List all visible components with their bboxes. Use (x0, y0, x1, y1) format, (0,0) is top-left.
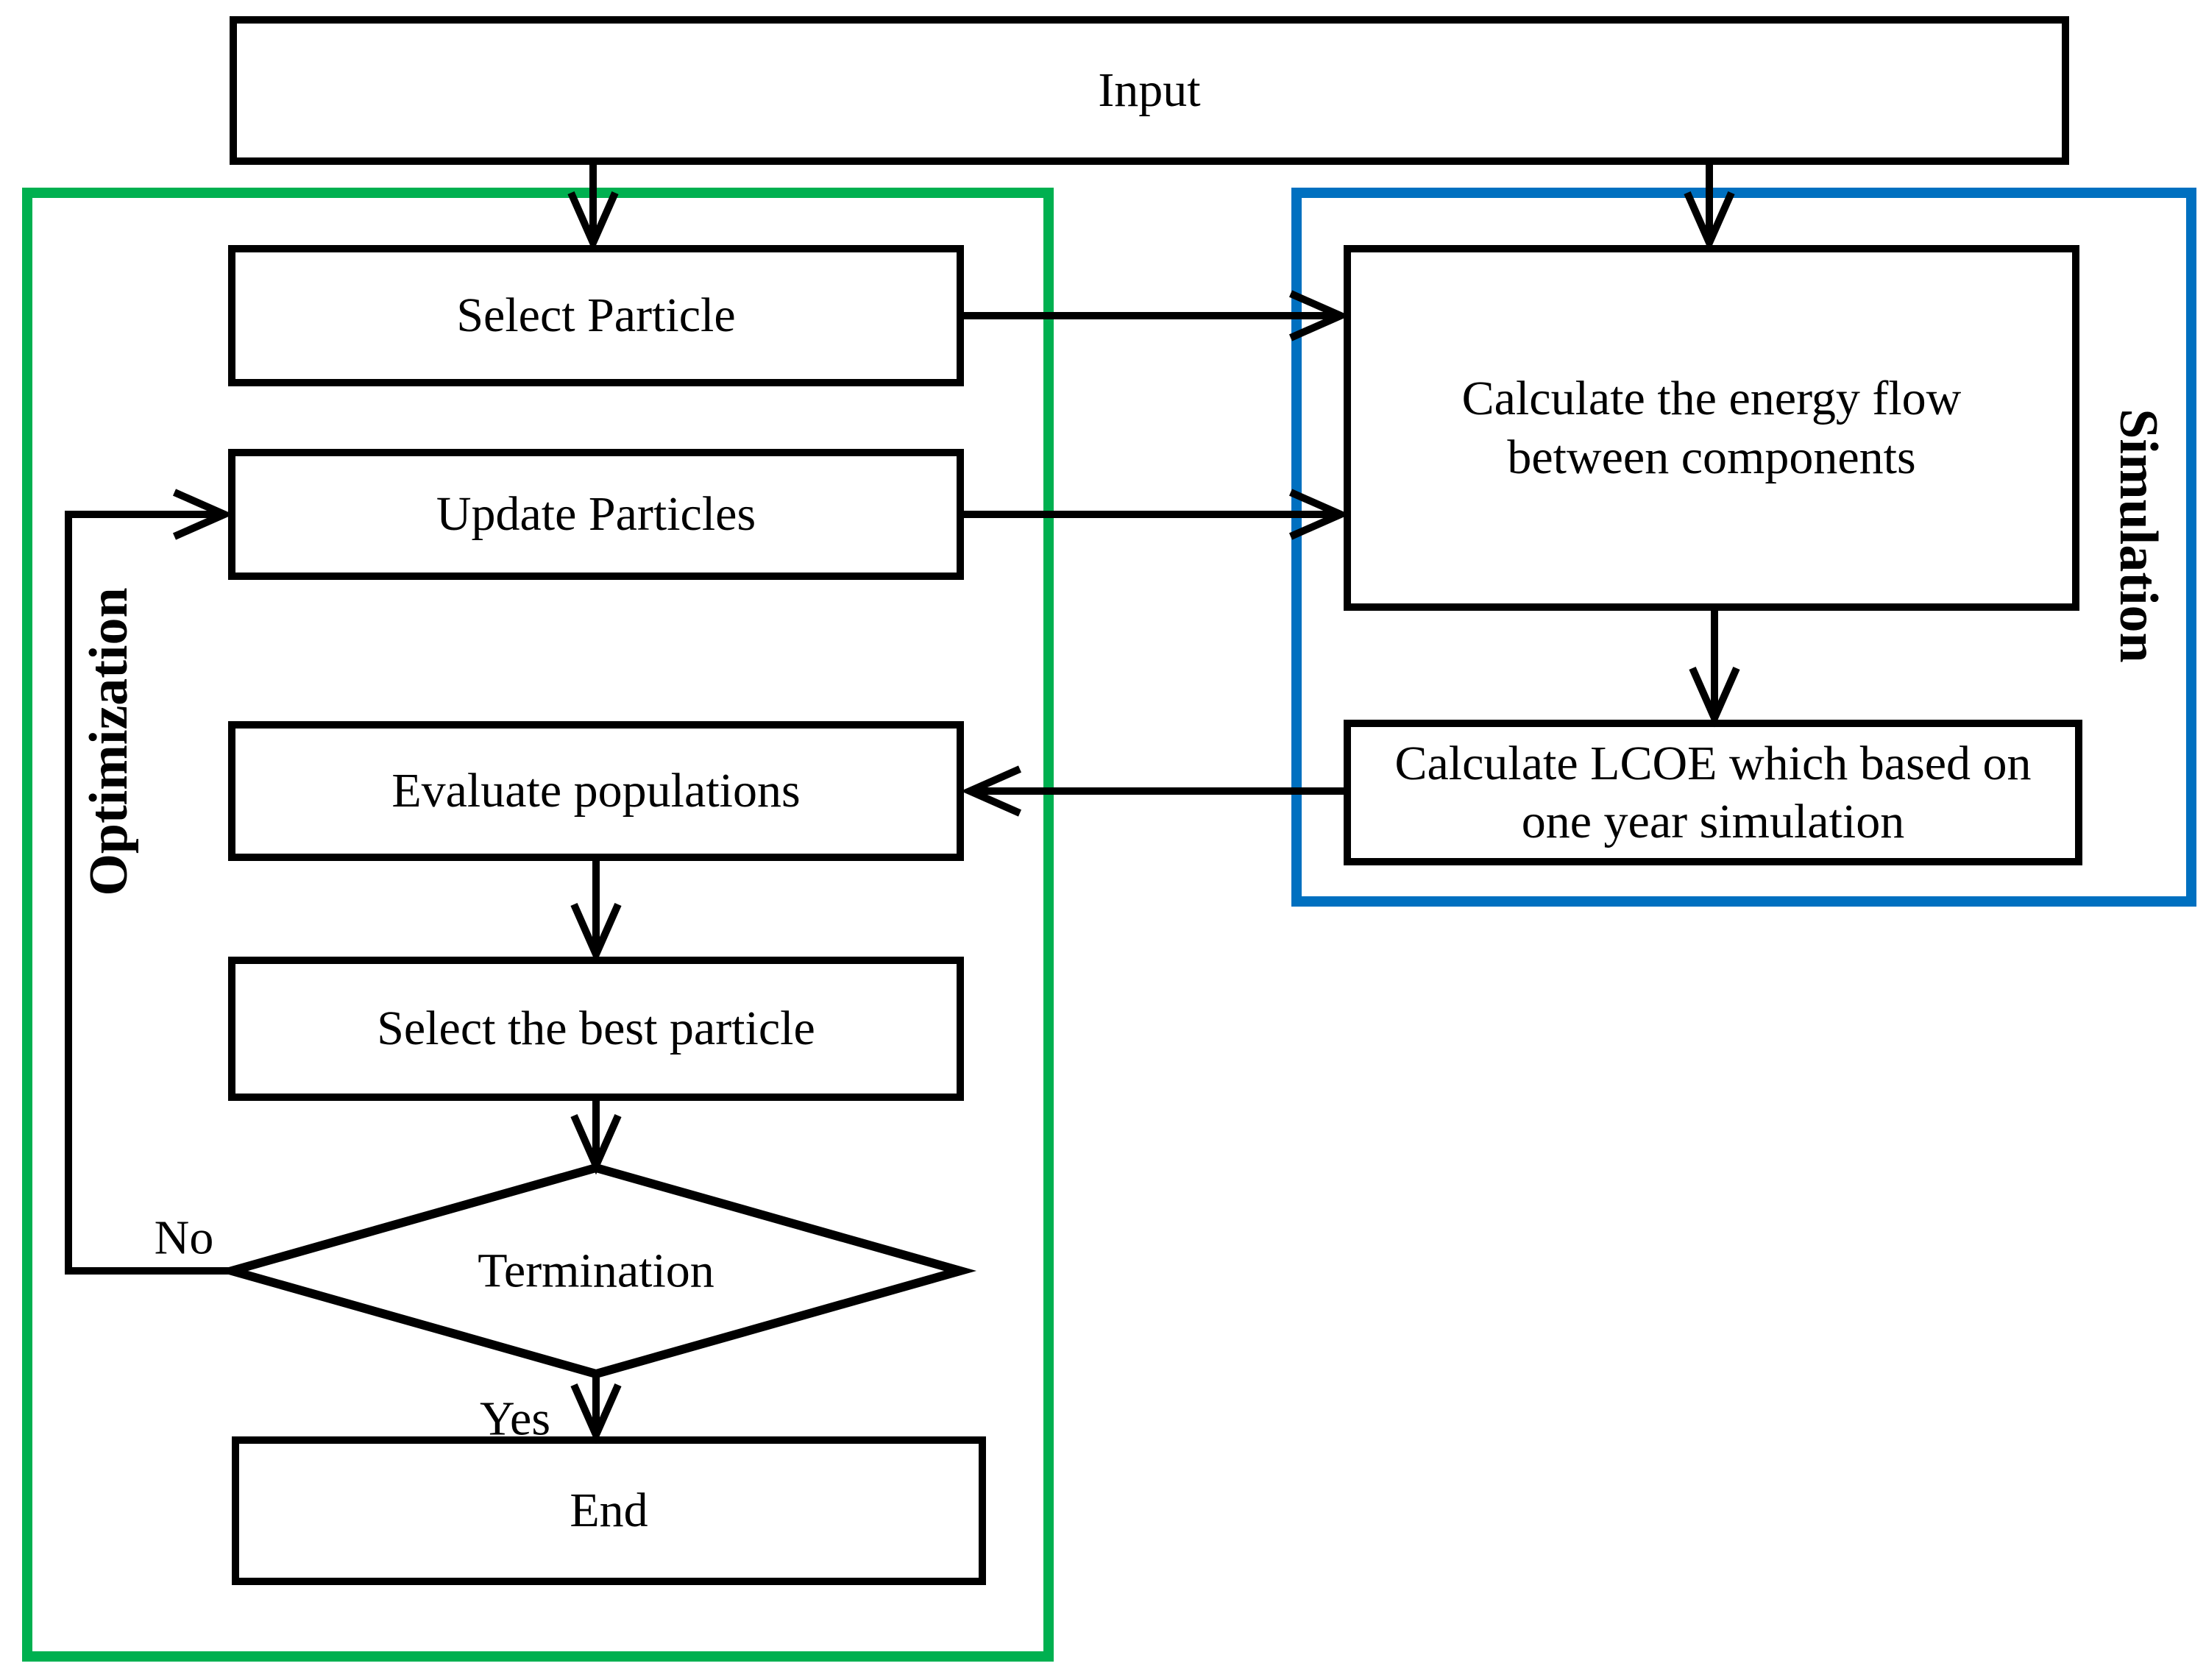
evaluate-populations-box: Evaluate populations (228, 721, 964, 861)
update-particles-box: Update Particles (228, 449, 964, 580)
optimization-region-label: Optimization (78, 587, 139, 896)
select-particle-label: Select Particle (456, 288, 736, 343)
end-box: End (232, 1436, 986, 1585)
energy-flow-box: Calculate the energy flow between compon… (1344, 245, 2079, 611)
optimization-region-border (22, 188, 1054, 1662)
select-particle-box: Select Particle (228, 245, 964, 386)
lcoe-box: Calculate LCOE which based on one year s… (1344, 720, 2082, 865)
input-box-label: Input (1098, 63, 1201, 118)
lcoe-label: Calculate LCOE which based on one year s… (1394, 734, 2031, 851)
simulation-region-border (1291, 188, 2196, 907)
energy-flow-line2: between components (1507, 430, 1916, 484)
end-label: End (570, 1484, 648, 1538)
lcoe-line1: Calculate LCOE which based on (1394, 736, 2032, 790)
energy-flow-label: Calculate the energy flow between compon… (1462, 369, 1962, 486)
update-particles-label: Update Particles (436, 487, 756, 542)
energy-flow-line1: Calculate the energy flow (1461, 372, 1962, 426)
select-best-particle-box: Select the best particle (228, 957, 964, 1101)
evaluate-populations-label: Evaluate populations (391, 764, 801, 818)
select-best-particle-label: Select the best particle (377, 1002, 815, 1056)
lcoe-line2: one year simulation (1521, 795, 1905, 848)
input-box: Input (230, 16, 2069, 165)
simulation-region-label: Simulation (2108, 408, 2169, 663)
